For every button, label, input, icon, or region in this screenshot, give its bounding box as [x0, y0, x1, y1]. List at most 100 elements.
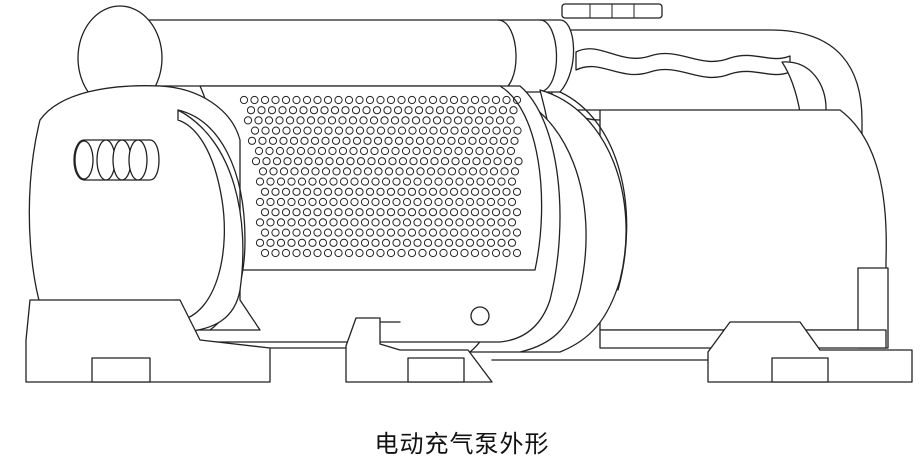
grille-hole: [457, 136, 467, 145]
grille-hole: [476, 197, 485, 207]
grille-hole: [493, 157, 502, 166]
grille-hole: [289, 136, 299, 145]
grille-hole: [271, 187, 280, 196]
grille-hole: [260, 187, 270, 196]
grille-hole: [302, 208, 312, 217]
grille-hole: [311, 167, 320, 176]
grille-hole: [390, 116, 400, 125]
grille-hole: [341, 106, 350, 115]
grille-hole: [325, 157, 334, 166]
grille-hole: [254, 146, 264, 156]
grille-hole: [491, 95, 501, 105]
grille-hole: [453, 116, 463, 125]
grille-hole: [367, 157, 376, 166]
grille-hole: [359, 146, 369, 156]
grille-hole: [434, 177, 443, 186]
grille-hole: [418, 248, 427, 258]
grille-hole: [491, 248, 501, 258]
grille-hole: [260, 228, 270, 237]
pump-drawing: [25, 3, 913, 383]
grille-hole: [281, 228, 291, 237]
grille-hole: [281, 208, 291, 217]
grille-hole: [434, 238, 443, 247]
grille-hole: [388, 157, 397, 166]
grille-hole: [251, 157, 261, 166]
grille-hole: [425, 106, 434, 115]
grille-hole: [355, 95, 364, 105]
grille-hole: [407, 228, 417, 237]
grille-hole: [345, 126, 354, 135]
grille-hole: [439, 248, 448, 258]
grille-hole: [401, 146, 411, 156]
grille-hole: [512, 248, 522, 258]
grille-hole: [464, 116, 473, 125]
grille-hole: [288, 106, 298, 115]
grille-hole: [309, 106, 319, 115]
grille-hole: [271, 248, 280, 258]
grille-hole: [395, 167, 404, 176]
grille-hole: [397, 126, 407, 135]
grille-hole: [359, 116, 368, 125]
grille-hole: [486, 177, 496, 186]
grille-hole: [386, 187, 396, 196]
grille-hole: [467, 106, 476, 115]
grille-hole: [460, 126, 470, 135]
grille-hole: [455, 238, 464, 247]
grille-hole: [402, 197, 412, 207]
grille-hole: [276, 177, 286, 186]
grille-hole: [470, 208, 480, 217]
grille-hole: [460, 208, 469, 217]
grille-hole: [258, 136, 267, 145]
grille-hole: [444, 177, 454, 186]
grille-hole: [449, 248, 459, 258]
grille-hole: [276, 218, 286, 227]
grille-hole: [392, 177, 401, 186]
grille-hole: [512, 95, 522, 105]
grille-hole: [513, 126, 522, 135]
grille-hole: [266, 177, 275, 186]
grille-hole: [418, 126, 428, 135]
grille-hole: [434, 218, 443, 227]
grille-hole: [255, 177, 265, 186]
grille-hole: [413, 218, 422, 227]
grille-hole: [355, 126, 365, 135]
grille-hole: [250, 126, 260, 135]
grille-hole: [450, 126, 459, 135]
grille-hole: [255, 197, 265, 207]
grille-hole: [426, 167, 436, 176]
grille-hole: [481, 126, 491, 135]
grille-hole: [444, 218, 454, 227]
grille-hole: [250, 95, 259, 105]
grille-hole: [292, 248, 301, 258]
grille-hole: [460, 248, 469, 258]
grille-hole: [486, 197, 496, 207]
grille-hole: [300, 167, 310, 176]
grille-hole: [394, 136, 404, 145]
grille-hole: [317, 116, 326, 125]
grille-hole: [281, 248, 291, 258]
grille-hole: [433, 146, 442, 156]
grille-hole: [503, 157, 513, 166]
grille-hole: [308, 218, 317, 227]
grille-hole: [302, 95, 312, 105]
grille-hole: [318, 238, 328, 247]
grille-hole: [415, 136, 425, 145]
grille-hole: [423, 177, 433, 186]
grille-hole: [381, 177, 391, 186]
grille-hole: [383, 106, 392, 115]
grille-hole: [350, 238, 359, 247]
grille-hole: [334, 208, 343, 217]
grille-hole: [360, 218, 370, 227]
grille-hole: [443, 146, 453, 156]
grille-hole: [275, 116, 284, 125]
grille-hole: [323, 187, 333, 196]
grille-hole: [350, 177, 359, 186]
grille-hole: [507, 238, 517, 247]
grille-hole: [507, 197, 517, 207]
grille-hole: [372, 106, 382, 115]
grille-hole: [338, 116, 347, 125]
figure-caption: 电动充气泵外形: [374, 430, 550, 458]
grille-hole: [454, 146, 463, 156]
grille-hole: [272, 157, 282, 166]
grille-hole: [243, 116, 253, 125]
